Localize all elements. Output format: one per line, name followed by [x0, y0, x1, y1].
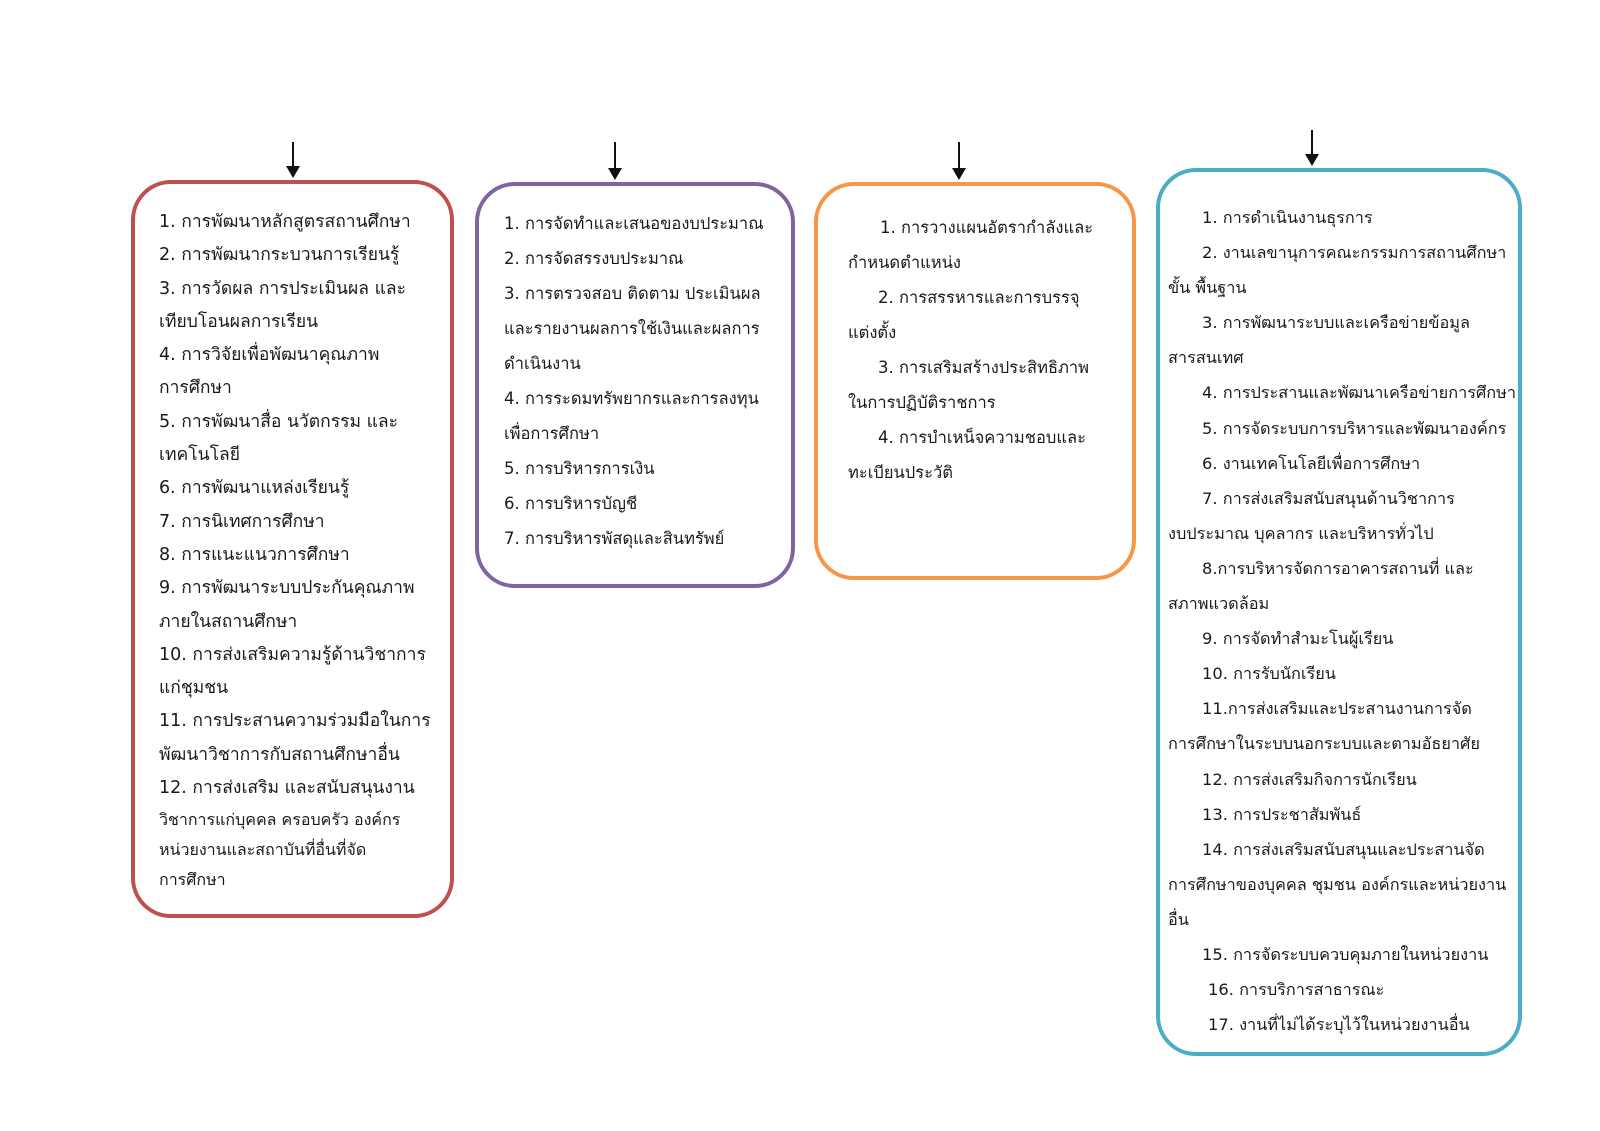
list-item: 7. การบริหารพัสดุและสินทรัพย์: [504, 529, 725, 548]
list-item: 14. การส่งเสริมสนับสนุนและประสานจัด: [1202, 839, 1485, 859]
list-item: อื่น: [1168, 909, 1189, 929]
list-item: 5. การพัฒนาสื่อ นวัตกรรม และ: [159, 411, 399, 432]
budget-list: 1. การจัดทำและเสนอของบประมาณ 2. การจัดสร…: [504, 206, 791, 556]
list-item: การศึกษา: [159, 378, 232, 399]
personnel-list: 1. การวางแผนอัตรากำลังและ กำหนดตำแหน่ง 2…: [848, 210, 1132, 490]
academic-list: 1. การพัฒนาหลักสูตรสถานศึกษา 2. การพัฒนา…: [159, 206, 450, 895]
list-item: 5. การบริหารการเงิน: [504, 459, 655, 478]
list-item: สภาพแวดล้อม: [1168, 594, 1270, 614]
list-item: 10. การส่งเสริมความรู้ด้านวิชาการ: [159, 644, 426, 665]
list-item: พัฒนาวิชาการกับสถานศึกษาอื่น: [159, 744, 400, 765]
list-item: 1. การดำเนินงานธุรการ: [1202, 208, 1373, 227]
arrow-down-icon: [952, 142, 966, 180]
list-item: เทคโนโลยี: [159, 445, 240, 466]
academic-box: 1. การพัฒนาหลักสูตรสถานศึกษา 2. การพัฒนา…: [131, 180, 454, 918]
list-item: 7. การนิเทศการศึกษา: [159, 511, 325, 532]
list-item: การศึกษาในระบบนอกระบบและตามอัธยาศัย: [1168, 734, 1480, 754]
list-item: การศึกษาของบุคคล ชุมชน องค์กรและหน่วยงาน: [1168, 874, 1507, 894]
list-item: แก่ชุมชน: [159, 678, 229, 699]
list-item: 12. การส่งเสริมกิจการนักเรียน: [1202, 769, 1417, 789]
list-item: 11.การส่งเสริมและประสานงานการจัด: [1202, 699, 1472, 719]
list-item: การศึกษา: [159, 870, 226, 890]
list-item: 7. การส่งเสริมสนับสนุนด้านวิชาการ: [1202, 488, 1455, 508]
budget-box: 1. การจัดทำและเสนอของบประมาณ 2. การจัดสร…: [475, 182, 795, 588]
list-item: ในการปฏิบัติราชการ: [848, 393, 996, 412]
list-item: 6. งานเทคโนโลยีเพื่อการศึกษา: [1202, 453, 1421, 473]
list-item: ภายในสถานศึกษา: [159, 611, 298, 632]
arrow-down-icon: [608, 142, 622, 180]
list-item: กำหนดตำแหน่ง: [848, 253, 961, 272]
list-item: 9. การพัฒนาระบบประกันคุณภาพ: [159, 578, 415, 599]
list-item: 4. การบำเหน็จความชอบและ: [878, 428, 1086, 447]
list-item: สารสนเทศ: [1168, 348, 1244, 368]
general-admin-list: 1. การดำเนินงานธุรการ 2. งานเลขานุการคณะ…: [1168, 200, 1518, 1042]
list-item: 4. การประสานและพัฒนาเครือข่ายการศึกษา: [1202, 383, 1517, 403]
list-item: 8. การแนะแนวการศึกษา: [159, 544, 350, 565]
list-item: 1. การพัฒนาหลักสูตรสถานศึกษา: [159, 212, 411, 232]
list-item: เพื่อการศึกษา: [504, 424, 600, 443]
list-item: 1. การวางแผนอัตรากำลังและ: [880, 218, 1094, 237]
list-item: 3. การเสริมสร้างประสิทธิภาพ: [878, 358, 1090, 377]
list-item: 1. การจัดทำและเสนอของบประมาณ: [504, 214, 764, 233]
arrow-down-icon: [1305, 130, 1319, 166]
list-item: 2. การจัดสรรงบประมาณ: [504, 249, 684, 268]
list-item: 2. การสรรหารและการบรรจุ: [878, 288, 1080, 307]
list-item: ขั้น พื้นฐาน: [1168, 278, 1247, 298]
list-item: 2. งานเลขานุการคณะกรรมการสถานศึกษา: [1202, 243, 1507, 263]
list-item: ทะเบียนประวัติ: [848, 463, 953, 482]
list-item: 17. งานที่ไม่ได้ระบุไว้ในหน่วยงานอื่น: [1208, 1015, 1470, 1035]
list-item: งบประมาณ บุคลากร และบริหารทั่วไป: [1168, 523, 1434, 543]
list-item: 16. การบริการสาธารณะ: [1208, 980, 1385, 1000]
list-item: 10. การรับนักเรียน: [1202, 664, 1336, 684]
list-item: ดำเนินงาน: [504, 354, 581, 373]
list-item: 3. การพัฒนาระบบและเครือข่ายข้อมูล: [1202, 313, 1470, 333]
list-item: 11. การประสานความร่วมมือในการ: [159, 711, 431, 732]
list-item: 15. การจัดระบบควบคุมภายในหน่วยงาน: [1202, 944, 1489, 964]
list-item: 2. การพัฒนากระบวนการเรียนรู้: [159, 245, 400, 266]
list-item: 9. การจัดทำสำมะโนผู้เรียน: [1202, 629, 1394, 649]
list-item: 3. การตรวจสอบ ติดตาม ประเมินผล: [504, 284, 761, 303]
list-item: 3. การวัดผล การประเมินผล และ: [159, 278, 406, 299]
list-item: 5. การจัดระบบการบริหารและพัฒนาองค์กร: [1202, 418, 1507, 438]
list-item: หน่วยงานและสถาบันที่อื่นที่จัด: [159, 840, 367, 860]
list-item: 12. การส่งเสริม และสนับสนุนงาน: [159, 778, 415, 799]
list-item: แต่งตั้ง: [848, 323, 897, 342]
list-item: และรายงานผลการใช้เงินและผลการ: [504, 319, 760, 338]
general-admin-box: 1. การดำเนินงานธุรการ 2. งานเลขานุการคณะ…: [1156, 168, 1522, 1056]
list-item: 6. การพัฒนาแหล่งเรียนรู้: [159, 478, 350, 499]
list-item: วิชาการแก่บุคคล ครอบครัว องค์กร: [159, 810, 401, 830]
personnel-box: 1. การวางแผนอัตรากำลังและ กำหนดตำแหน่ง 2…: [814, 182, 1136, 580]
list-item: 13. การประชาสัมพันธ์: [1202, 804, 1362, 824]
list-item: 6. การบริหารบัญชี: [504, 494, 638, 513]
arrow-down-icon: [286, 142, 300, 178]
list-item: 4. การวิจัยเพื่อพัฒนาคุณภาพ: [159, 345, 380, 366]
list-item: 8.การบริหารจัดการอาคารสถานที่ และ: [1202, 558, 1474, 578]
list-item: 4. การระดมทรัพยากรและการลงทุน: [504, 389, 759, 408]
list-item: เทียบโอนผลการเรียน: [159, 311, 319, 332]
